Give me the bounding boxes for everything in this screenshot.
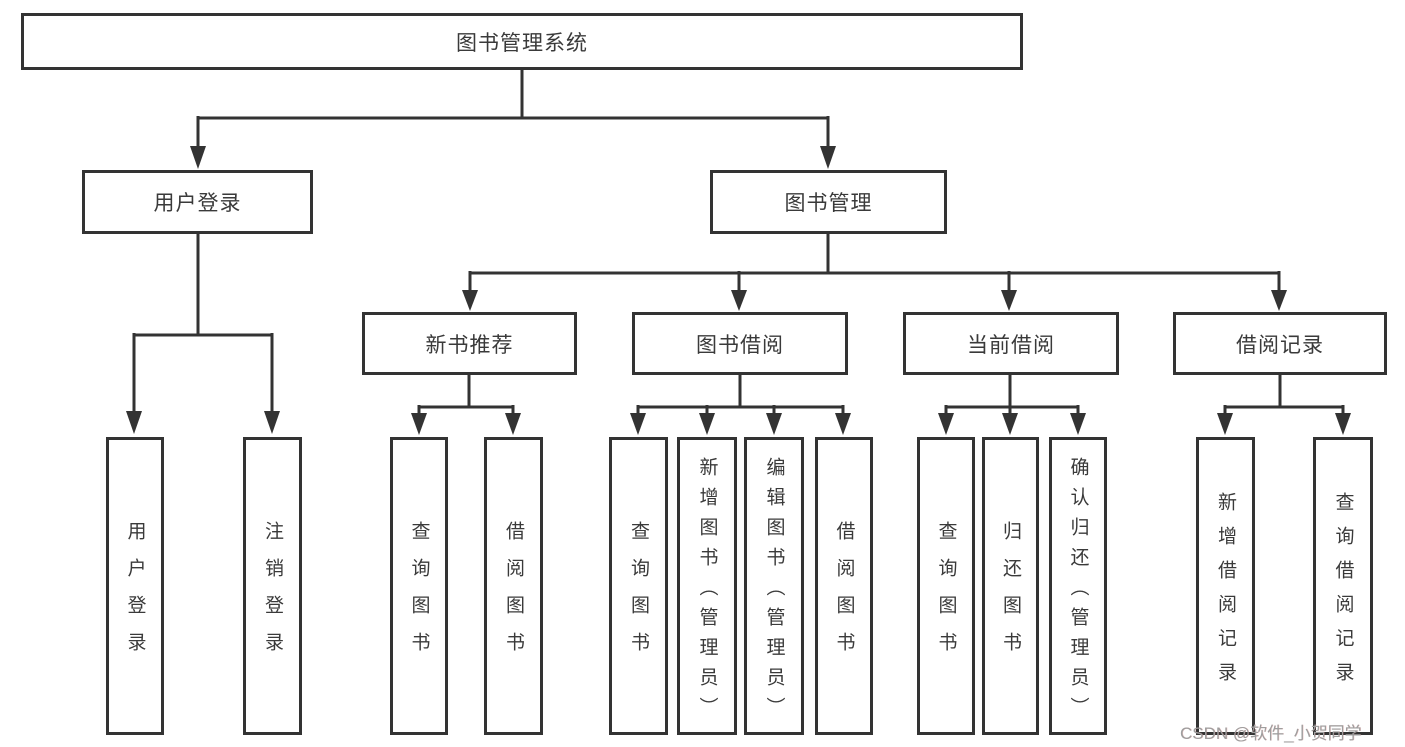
leaf-borrow-books: 借阅图书 [815, 437, 873, 735]
leaf-borrow-books-recommend: 借阅图书 [484, 437, 543, 735]
leaf-label: 注销登录 [262, 521, 283, 669]
leaf-label: 归还图书 [1000, 521, 1021, 669]
leaf-label: 借阅图书 [833, 521, 855, 669]
leaf-label: 新增图书（管理员） [696, 456, 718, 727]
node-label: 新书推荐 [425, 333, 514, 357]
node-book-borrow: 图书借阅 [632, 312, 848, 375]
leaf-return-books: 归还图书 [982, 437, 1039, 735]
node-label: 借阅记录 [1236, 333, 1324, 357]
node-label: 图书管理 [784, 192, 873, 215]
leaf-query-books-recommend: 查询图书 [390, 437, 448, 735]
leaf-label: 用户登录 [124, 521, 146, 669]
leaf-edit-books-admin: 编辑图书（管理员） [744, 437, 804, 735]
node-label: 当前借阅 [967, 333, 1055, 357]
leaf-label: 借阅图书 [503, 521, 524, 669]
leaf-query-borrow-record: 查询借阅记录 [1313, 437, 1373, 735]
node-book-management: 图书管理 [710, 170, 947, 234]
csdn-watermark: CSDN @软件_小贺同学 [1180, 724, 1362, 743]
leaf-label: 查询借阅记录 [1332, 491, 1354, 696]
leaf-label: 查询图书 [628, 521, 649, 669]
node-label: 用户登录 [153, 192, 242, 215]
node-label: 图书管理系统 [456, 31, 588, 55]
leaf-confirm-return-admin: 确认归还（管理员） [1049, 437, 1107, 735]
leaf-label: 查询图书 [408, 521, 430, 669]
node-new-book-recommend: 新书推荐 [362, 312, 577, 375]
leaf-logout: 注销登录 [243, 437, 302, 735]
leaf-add-borrow-record: 新增借阅记录 [1196, 437, 1255, 735]
leaf-query-books-current: 查询图书 [917, 437, 975, 735]
leaf-label: 编辑图书（管理员） [763, 456, 785, 727]
node-current-borrow: 当前借阅 [903, 312, 1119, 375]
leaf-label: 新增借阅记录 [1215, 491, 1236, 696]
leaf-label: 确认归还（管理员） [1067, 456, 1089, 727]
leaf-label: 查询图书 [935, 521, 957, 669]
node-borrow-records: 借阅记录 [1173, 312, 1387, 375]
node-label: 图书借阅 [696, 333, 784, 357]
leaf-add-books-admin: 新增图书（管理员） [677, 437, 737, 735]
leaf-user-login: 用户登录 [106, 437, 164, 735]
node-root-system: 图书管理系统 [21, 13, 1023, 70]
leaf-query-books-borrow: 查询图书 [609, 437, 668, 735]
node-user-login: 用户登录 [82, 170, 313, 234]
